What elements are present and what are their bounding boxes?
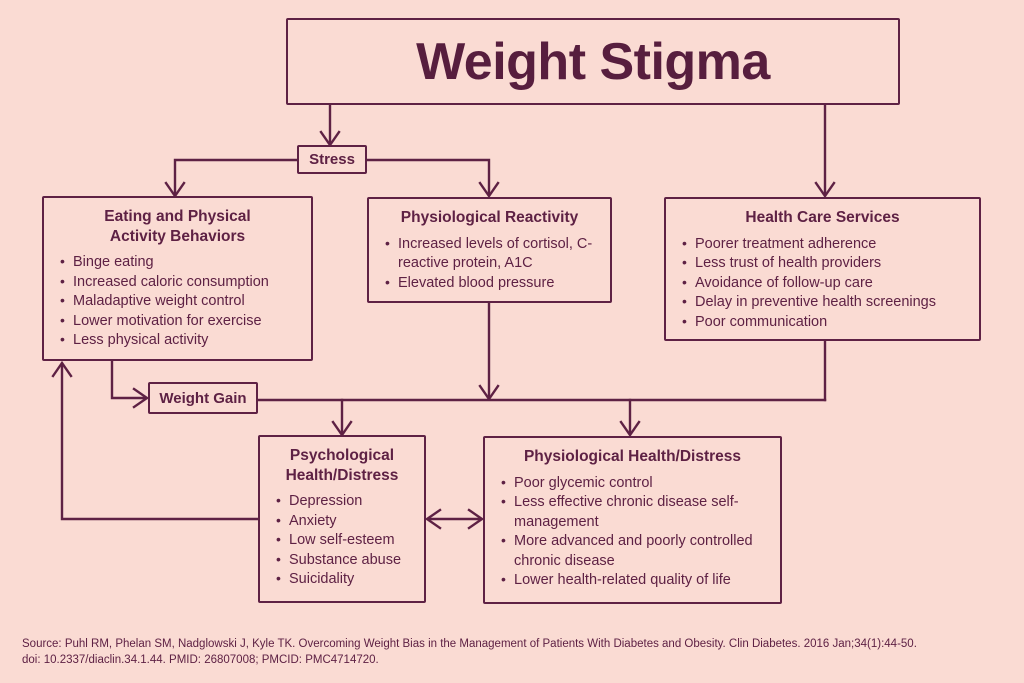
bullet-item: Maladaptive weight control — [58, 291, 301, 312]
stress-node: Stress — [297, 145, 367, 174]
health-care-services-list: Poorer treatment adherenceLess trust of … — [666, 234, 979, 333]
weight-gain-node: Weight Gain — [148, 382, 258, 414]
eating-behaviors-list: Binge eatingIncreased caloric consumptio… — [44, 252, 311, 351]
bullet-item: More advanced and poorly controlled chro… — [499, 531, 770, 571]
page-title: Weight Stigma — [416, 32, 770, 91]
bullet-item: Increased caloric consumption — [58, 272, 301, 293]
bullet-item: Binge eating — [58, 252, 301, 273]
bullet-item: Low self-esteem — [274, 530, 414, 551]
health-care-services-title: Health Care Services — [745, 209, 900, 226]
bullet-item: Suicidality — [274, 569, 414, 590]
eating-behaviors-node: Eating and Physical Activity Behaviors B… — [42, 196, 313, 361]
psychological-health-list: DepressionAnxietyLow self-esteemSubstanc… — [260, 491, 424, 590]
physiological-health-title: Physiological Health/Distress — [523, 448, 742, 465]
title-box: Weight Stigma — [286, 18, 900, 105]
source-line-2: doi: 10.2337/diaclin.34.1.44. PMID: 2680… — [22, 653, 379, 666]
bullet-item: Avoidance of follow-up care — [680, 273, 969, 294]
bullet-item: Poor communication — [680, 312, 969, 333]
bullet-item: Poorer treatment adherence — [680, 234, 969, 255]
bullet-item: Less physical activity — [58, 330, 301, 351]
source-line-1: Source: Puhl RM, Phelan SM, Nadglowski J… — [22, 638, 917, 650]
bullet-item: Lower health-related quality of life — [499, 570, 770, 591]
physiological-health-list: Poor glycemic controlLess effective chro… — [485, 473, 780, 591]
bullet-item: Elevated blood pressure — [383, 273, 600, 294]
bullet-item: Substance abuse — [274, 550, 414, 571]
physiological-reactivity-list: Increased levels of cortisol, C-reactive… — [369, 234, 610, 294]
bullet-item: Lower motivation for exercise — [58, 311, 301, 332]
physiological-reactivity-title: Physiological Reactivity — [400, 209, 579, 226]
bullet-item: Increased levels of cortisol, C-reactive… — [383, 234, 600, 274]
psychological-health-title: Psychological Health/Distress — [285, 447, 399, 484]
bullet-item: Less trust of health providers — [680, 253, 969, 274]
bullet-item: Poor glycemic control — [499, 473, 770, 494]
stress-label: Stress — [309, 151, 355, 168]
physiological-health-node: Physiological Health/Distress Poor glyce… — [483, 436, 782, 604]
psychological-health-node: Psychological Health/Distress Depression… — [258, 435, 426, 603]
bullet-item: Delay in preventive health screenings — [680, 292, 969, 313]
eating-behaviors-title: Eating and Physical Activity Behaviors — [104, 208, 251, 245]
bullet-item: Anxiety — [274, 511, 414, 532]
weight-gain-label: Weight Gain — [159, 389, 247, 407]
source-citation: Source: Puhl RM, Phelan SM, Nadglowski J… — [22, 637, 982, 668]
bullet-item: Depression — [274, 491, 414, 512]
health-care-services-node: Health Care Services Poorer treatment ad… — [664, 197, 981, 341]
bullet-item: Less effective chronic disease self-mana… — [499, 492, 770, 532]
physiological-reactivity-node: Physiological Reactivity Increased level… — [367, 197, 612, 303]
